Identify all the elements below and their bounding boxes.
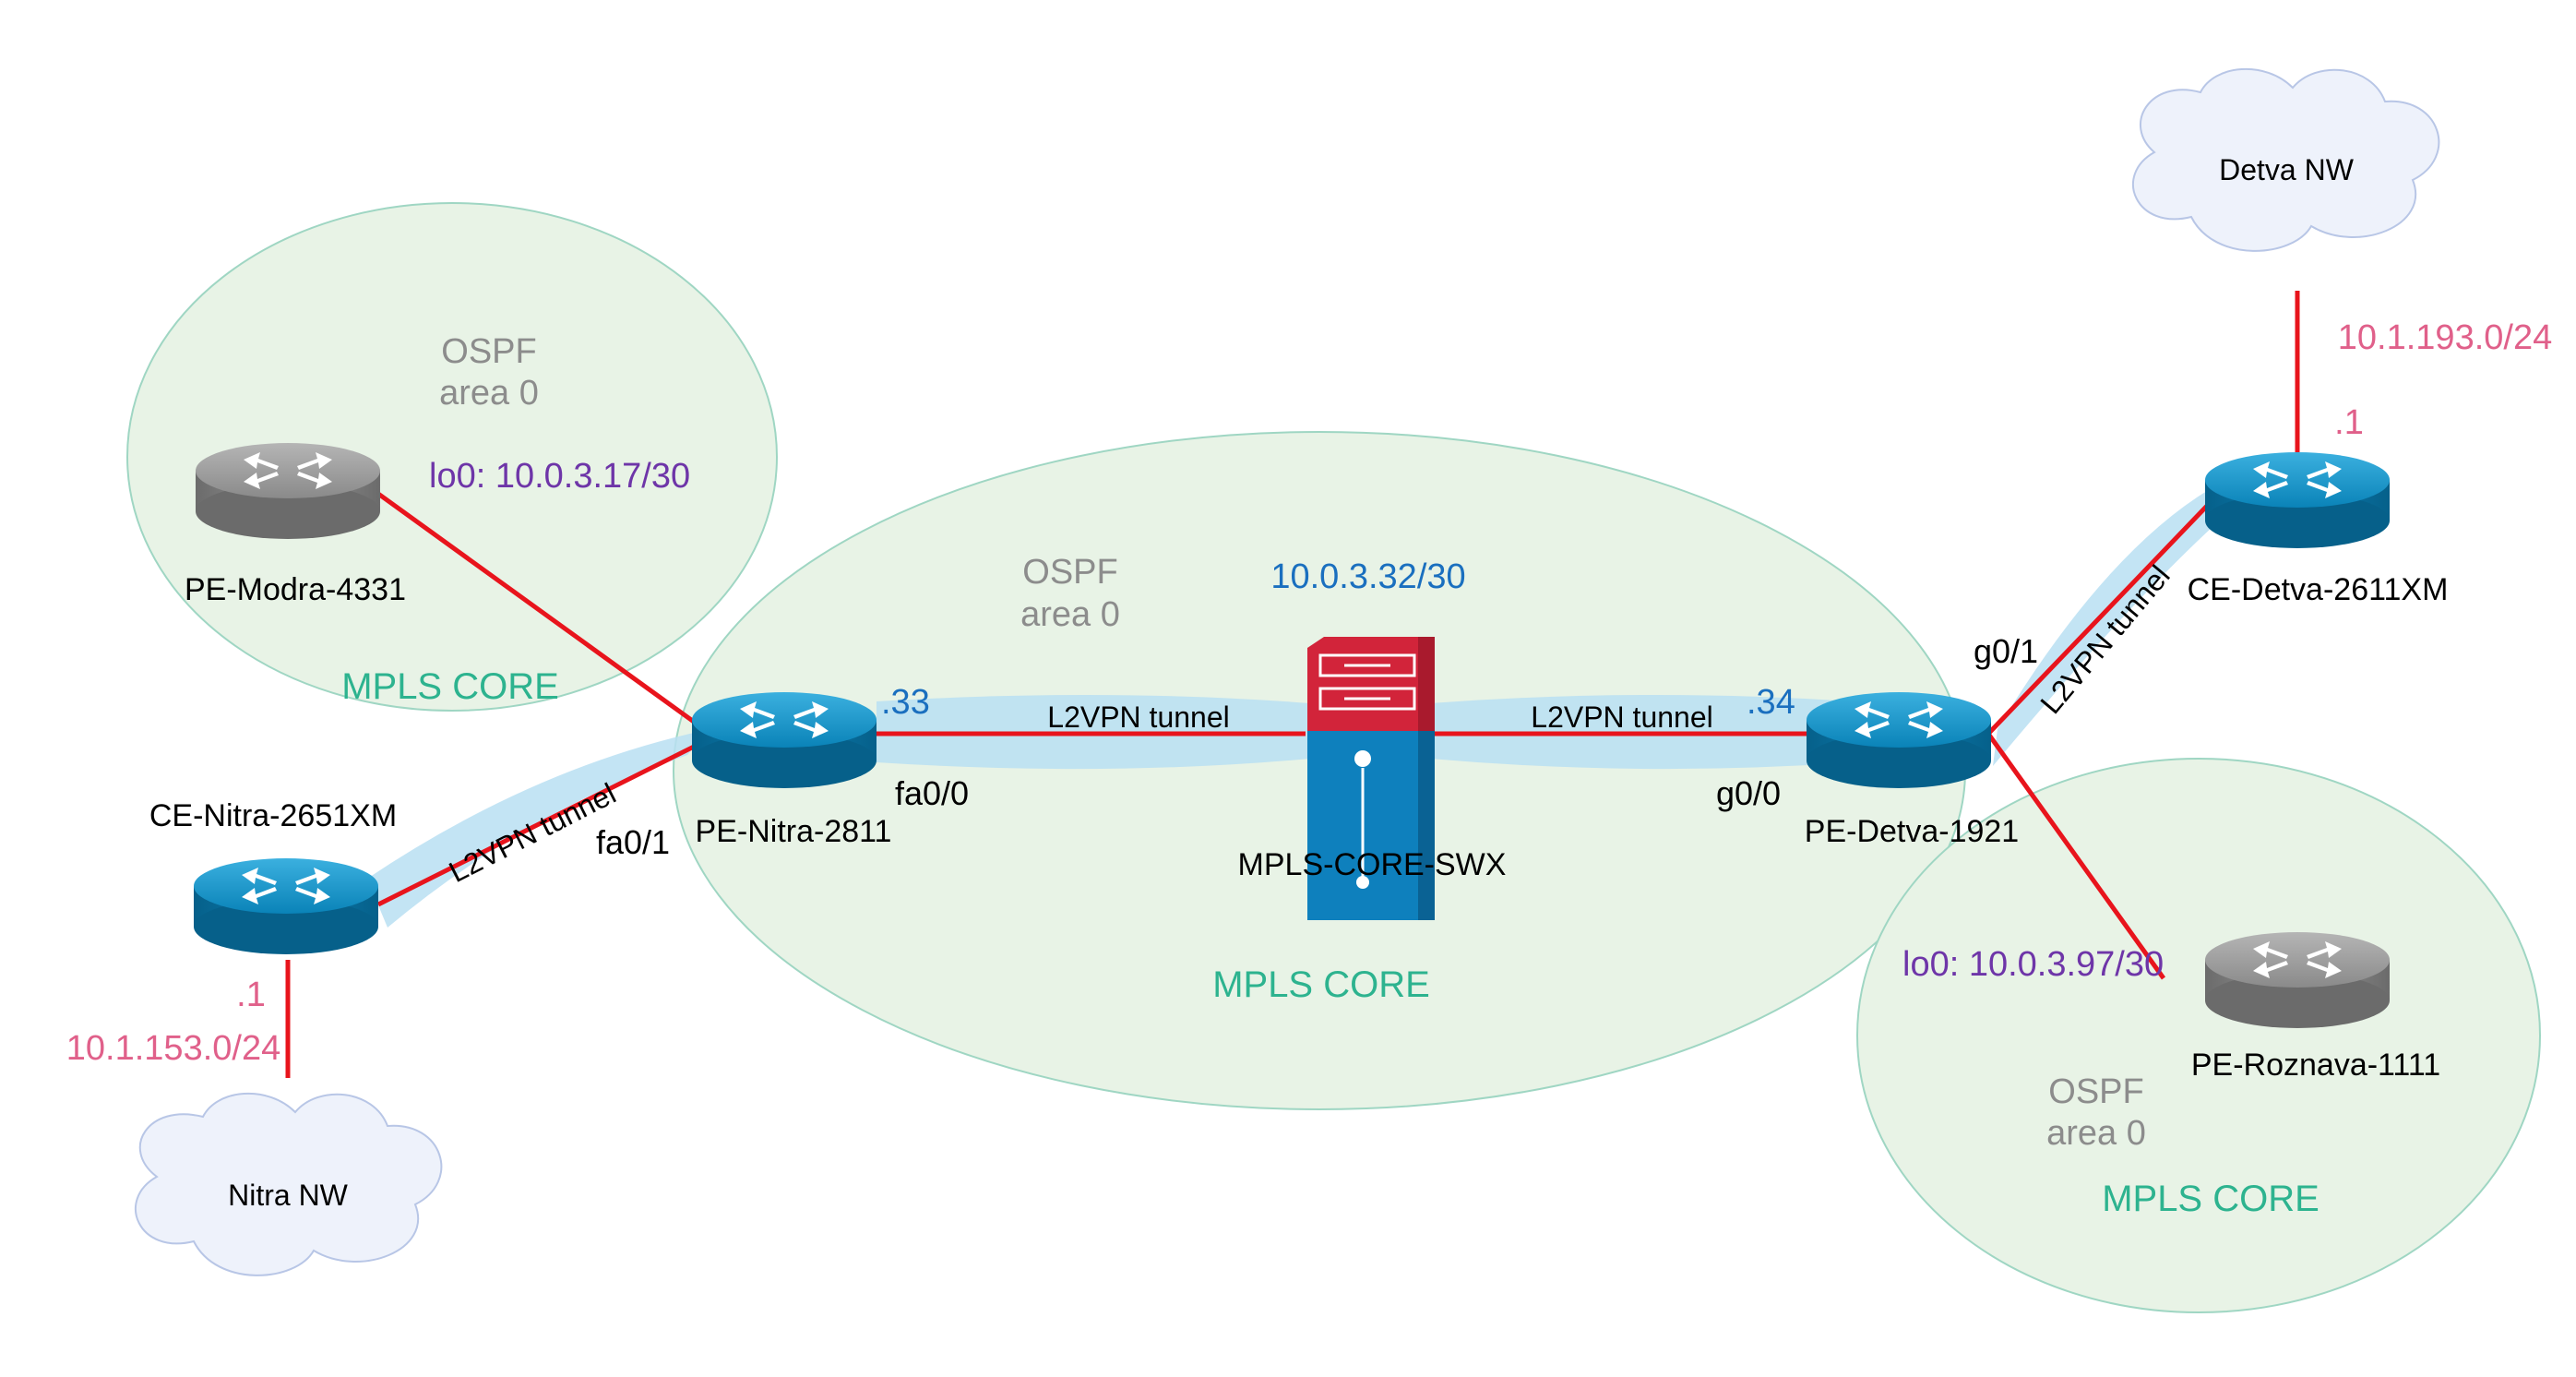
core-switch-bulb-icon xyxy=(1356,876,1369,889)
core-switch[interactable] xyxy=(1307,637,1435,920)
router-pe-modra-top xyxy=(196,443,380,498)
zone-center-area-label: area 0 xyxy=(1020,595,1120,634)
core-switch-light-icon xyxy=(1354,750,1371,767)
router-pe-modra-base xyxy=(196,484,380,539)
label-nitra-fa00: fa0/0 xyxy=(895,774,969,812)
router-pe-nitra[interactable] xyxy=(692,692,877,788)
label-pe-nitra: PE-Nitra-2811 xyxy=(696,814,892,849)
label-detva-g01: g0/1 xyxy=(1974,632,2038,670)
router-ce-detva-base xyxy=(2205,493,2390,548)
router-ce-nitra-top xyxy=(194,858,378,914)
zone-roznava-ospf-label: OSPF xyxy=(2048,1072,2143,1111)
zone-roznava-core-label: MPLS CORE xyxy=(2102,1179,2320,1219)
zone-center-ospf-label: OSPF xyxy=(1022,553,1117,592)
label-pe-roznava: PE-Roznava-1111 xyxy=(2191,1048,2440,1083)
zone-modra-area-label: area 0 xyxy=(439,374,539,413)
label-ce-nitra: CE-Nitra-2651XM xyxy=(149,798,397,833)
router-pe-roznava-top xyxy=(2205,932,2390,988)
link-detva-roznava xyxy=(1986,732,2166,980)
router-pe-nitra-top xyxy=(692,692,877,748)
core-switch-body-side xyxy=(1418,731,1435,920)
label-nitra-lan-host: .1 xyxy=(236,976,266,1014)
cloud-nitra: Nitra NW xyxy=(134,1093,443,1276)
zone-roznava-ellipse xyxy=(1856,758,2541,1313)
label-nitra-fa01: fa0/1 xyxy=(596,823,670,861)
cloud-detva: Detva NW xyxy=(2131,68,2440,252)
zone-roznava-area-label: area 0 xyxy=(2046,1114,2146,1153)
link-detva-ce-detva xyxy=(1986,501,2212,736)
links xyxy=(285,291,2300,1078)
router-pe-detva-top xyxy=(1807,692,1991,748)
router-ce-detva[interactable] xyxy=(2205,452,2390,548)
router-pe-roznava[interactable] xyxy=(2205,932,2390,1028)
core-switch-port-row1 xyxy=(1318,653,1416,677)
link-modra-nitra xyxy=(376,491,712,736)
zone-center-core-label: MPLS CORE xyxy=(1212,964,1430,1005)
router-pe-nitra-base xyxy=(692,733,877,788)
label-detva-lan-host: .1 xyxy=(2334,403,2364,442)
label-tunnel-left-core: L2VPN tunnel xyxy=(1047,700,1229,734)
label-nitra-host: .33 xyxy=(881,683,930,722)
label-detva-lan: 10.1.193.0/24 xyxy=(2338,318,2552,357)
router-ce-nitra-base xyxy=(194,899,378,954)
router-pe-detva[interactable] xyxy=(1807,692,1991,788)
label-detva-g00: g0/0 xyxy=(1716,774,1781,812)
label-tunnel-right-core: L2VPN tunnel xyxy=(1531,700,1712,734)
cloud-nitra-shape xyxy=(134,1093,443,1276)
tunnel-detva-ce xyxy=(1993,489,2224,766)
router-pe-modra[interactable] xyxy=(196,443,380,539)
label-modra-lo0: lo0: 10.0.3.17/30 xyxy=(429,457,690,496)
router-ce-detva-top xyxy=(2205,452,2390,508)
link-ce-nitra-pe-nitra xyxy=(376,736,712,907)
label-pe-modra: PE-Modra-4331 xyxy=(185,572,406,607)
router-ce-nitra[interactable] xyxy=(194,858,378,954)
cloud-detva-label: Detva NW xyxy=(2219,153,2355,186)
label-pe-detva: PE-Detva-1921 xyxy=(1805,814,2019,849)
core-switch-side-top xyxy=(1418,637,1435,731)
label-detva-host: .34 xyxy=(1747,683,1795,722)
label-core-switch: MPLS-CORE-SWX xyxy=(1238,847,1507,882)
zone-modra-core-label: MPLS CORE xyxy=(341,666,559,707)
router-pe-detva-base xyxy=(1807,733,1991,788)
label-ce-detva: CE-Detva-2611XM xyxy=(2188,572,2449,607)
cloud-nitra-label: Nitra NW xyxy=(228,1179,349,1212)
label-nitra-lan: 10.1.153.0/24 xyxy=(66,1029,280,1068)
label-roznava-lo0: lo0: 10.0.3.97/30 xyxy=(1902,945,2164,984)
router-pe-roznava-base xyxy=(2205,973,2390,1028)
core-switch-top xyxy=(1307,637,1435,731)
zone-modra-ellipse xyxy=(126,202,778,712)
label-core-subnet: 10.0.3.32/30 xyxy=(1270,557,1465,596)
zone-roznava: OSPF area 0 MPLS CORE xyxy=(1856,758,2541,1313)
cloud-detva-shape xyxy=(2131,68,2440,252)
zone-modra-ospf-label: OSPF xyxy=(441,332,536,371)
core-switch-port-row2 xyxy=(1318,687,1416,711)
zone-modra: OSPF area 0 MPLS CORE xyxy=(126,202,778,712)
